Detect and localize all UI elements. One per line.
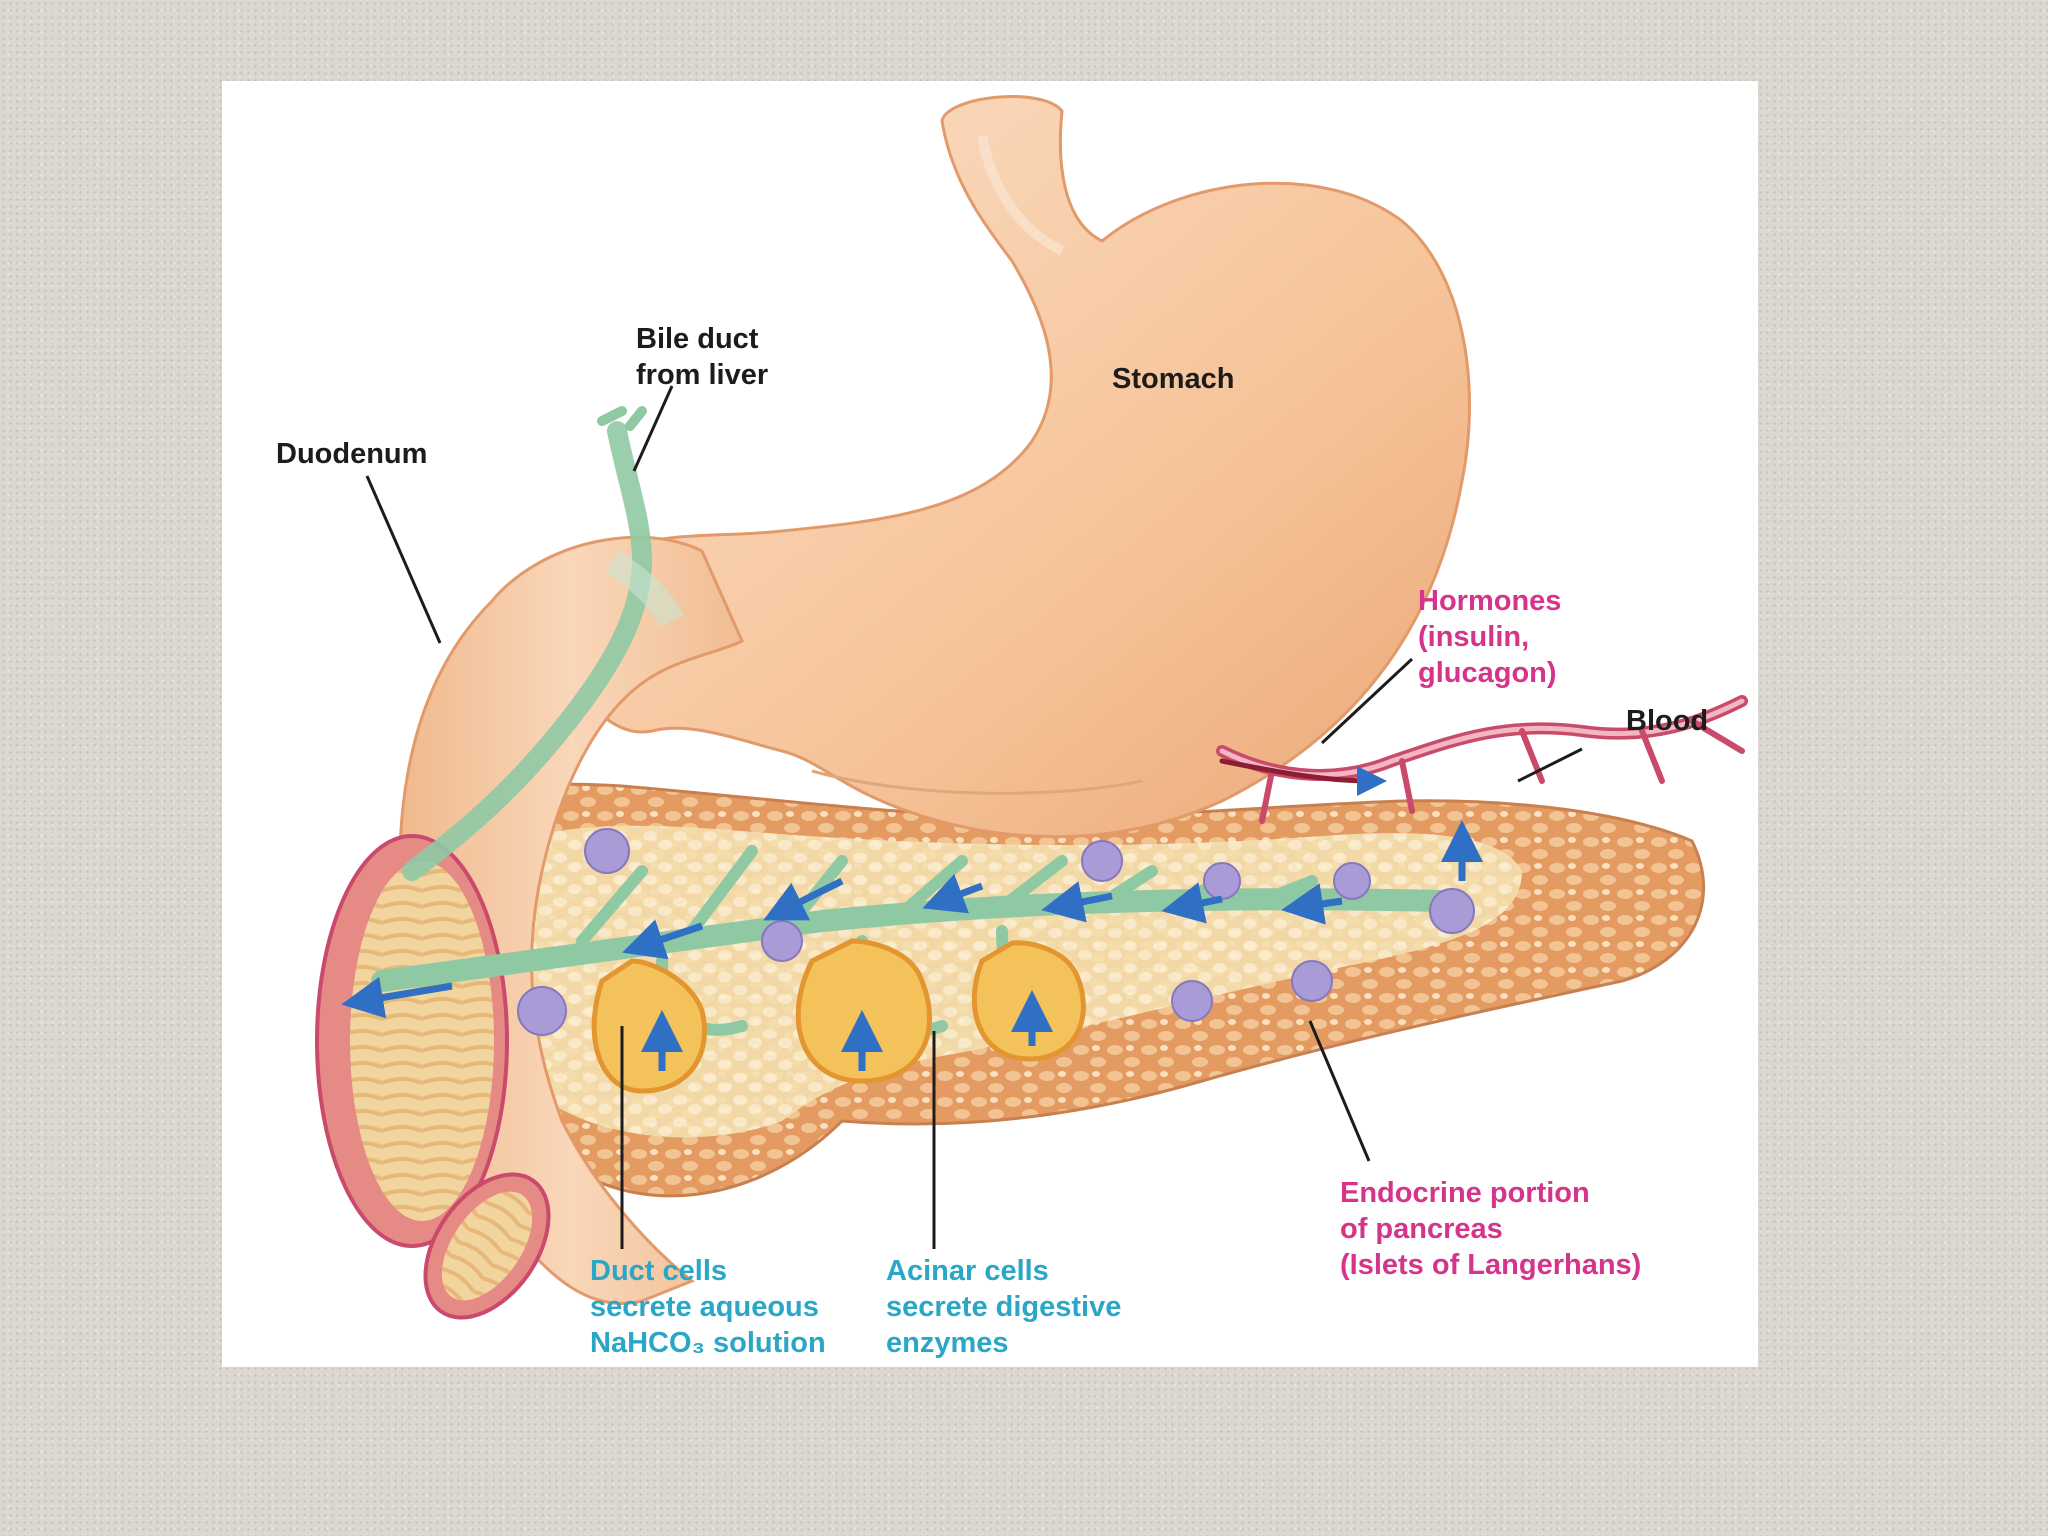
blood-vessels bbox=[1216, 695, 1748, 824]
label-duodenum: Duodenum bbox=[276, 438, 428, 470]
label-hormones: Hormones(insulin,glucagon) bbox=[1418, 585, 1562, 689]
label-stomach: Stomach bbox=[1112, 363, 1235, 395]
duodenum bbox=[315, 535, 744, 1320]
bile-duct bbox=[402, 406, 684, 881]
leader-lines bbox=[365, 385, 1583, 1249]
islets-of-langerhans bbox=[517, 828, 1475, 1036]
pancreas-anatomy-illustration bbox=[315, 95, 1748, 1320]
secretion-flow-arrows bbox=[341, 820, 1483, 1071]
stomach bbox=[566, 95, 1471, 839]
label-blood: Blood bbox=[1626, 705, 1709, 737]
